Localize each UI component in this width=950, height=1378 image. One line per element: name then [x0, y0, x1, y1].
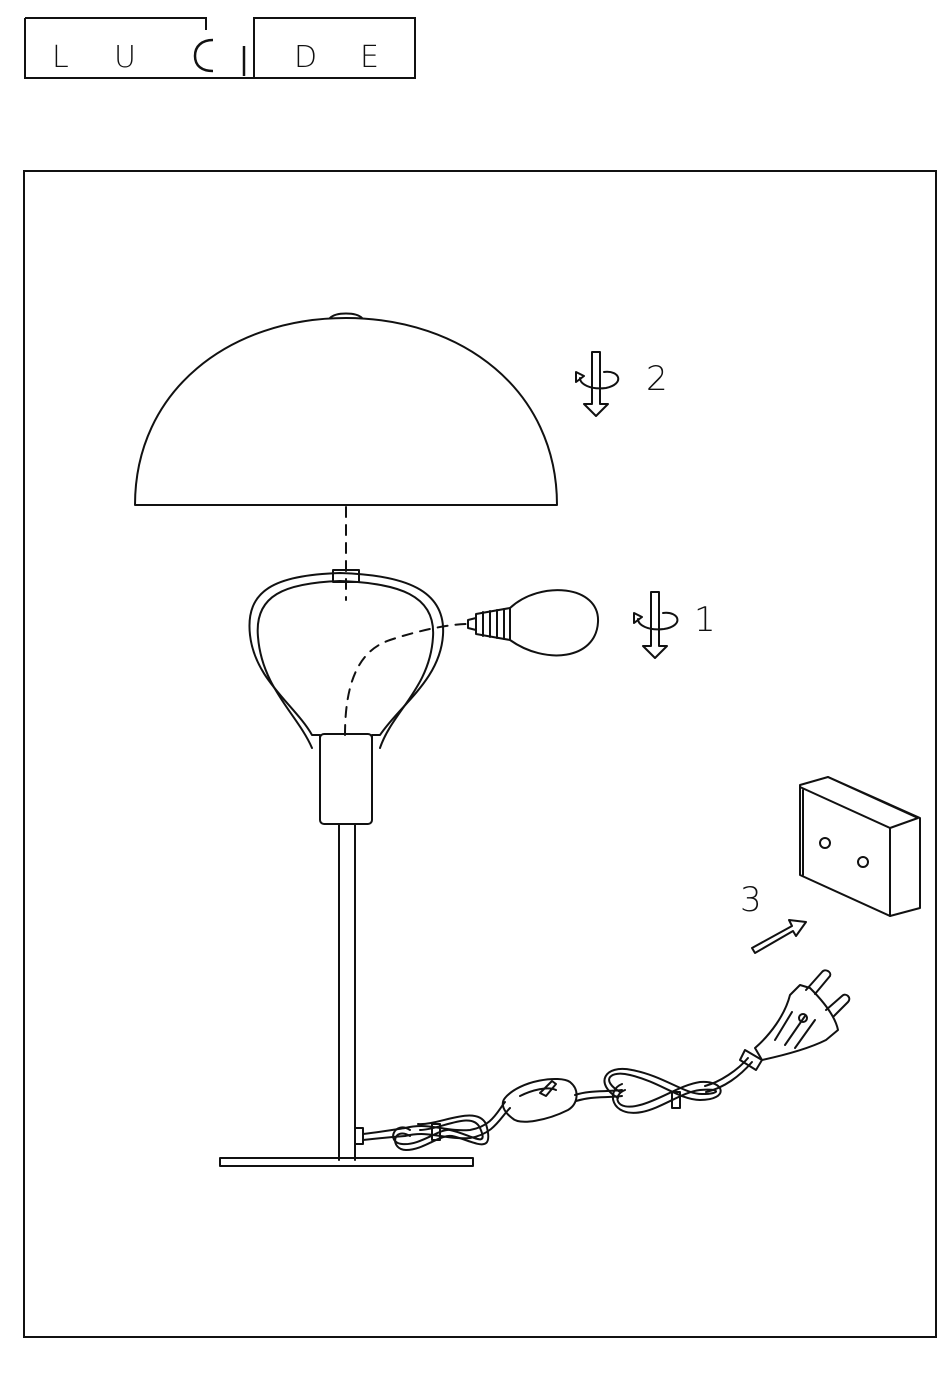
lamp-frame-loop: [249, 570, 468, 748]
diagonal-arrow-icon: [752, 920, 806, 953]
step-number-3: 3: [740, 883, 762, 917]
rotate-down-arrow-icon: [634, 592, 677, 658]
wall-socket: [800, 777, 920, 916]
step-number-2: 2: [646, 362, 668, 396]
step-number-1: 1: [694, 603, 716, 637]
rotate-down-arrow-icon: [576, 352, 618, 416]
power-plug: [740, 970, 849, 1070]
power-cable: [363, 1058, 752, 1150]
light-bulb: [468, 590, 598, 655]
lamp-stem: [339, 824, 355, 1160]
inline-switch: [503, 1079, 577, 1122]
lamp-socket: [320, 734, 372, 824]
lampshade: [135, 314, 557, 601]
